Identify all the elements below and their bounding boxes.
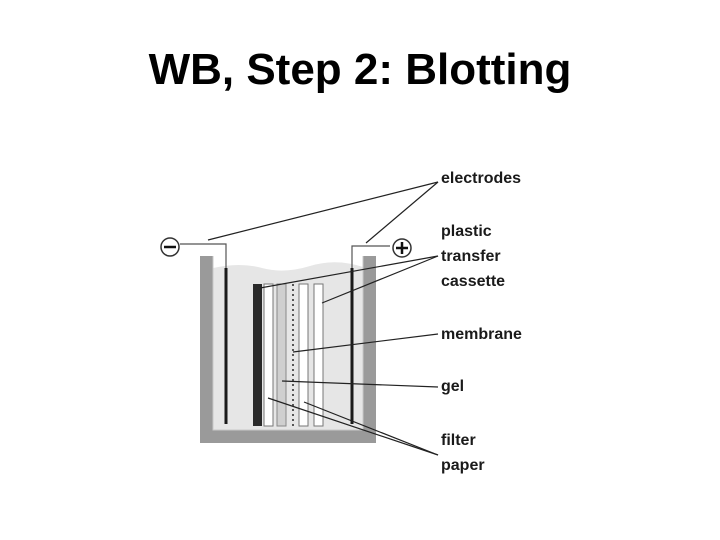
label-plastic: plastic <box>441 223 492 240</box>
label-electrodes: electrodes <box>441 170 521 187</box>
filter-paper-left <box>263 283 274 427</box>
blotting-tank <box>200 256 376 443</box>
electrodes <box>180 243 390 424</box>
label-paper: paper <box>441 457 485 474</box>
slide-title: WB, Step 2: Blotting <box>148 45 572 94</box>
leader-lines <box>207 181 439 456</box>
anode-wire <box>351 245 390 268</box>
filter-paper-right <box>298 283 309 427</box>
gel-slab <box>276 283 287 427</box>
transfer-buffer <box>213 262 363 430</box>
cassette-plate-left <box>253 284 262 426</box>
label-cassette: cassette <box>441 273 505 290</box>
label-membrane: membrane <box>441 326 522 343</box>
diagram-labels: electrodes plastic transfer cassette mem… <box>441 170 522 474</box>
label-filter: filter <box>441 432 476 449</box>
tank-left-wall <box>200 256 213 443</box>
label-transfer: transfer <box>441 248 501 265</box>
transfer-cassette-stack <box>253 283 324 427</box>
cassette-plate-right <box>313 283 324 427</box>
tank-bottom-wall <box>200 430 376 443</box>
label-gel: gel <box>441 378 464 395</box>
cathode-wire <box>180 243 227 268</box>
tank-right-wall <box>363 256 376 443</box>
negative-terminal <box>160 237 180 257</box>
positive-terminal <box>392 238 412 258</box>
